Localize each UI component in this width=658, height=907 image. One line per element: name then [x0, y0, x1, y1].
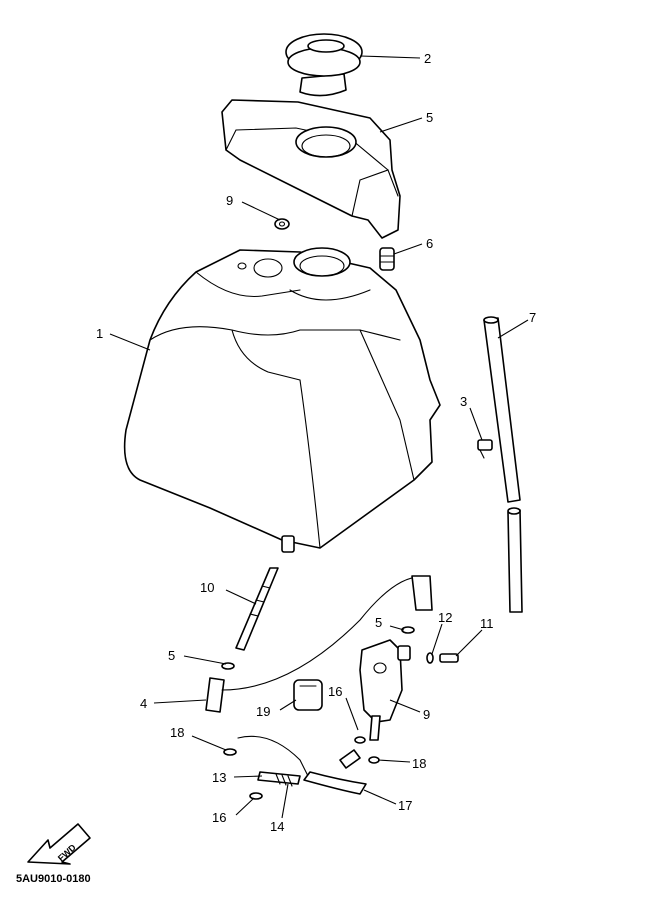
callout-2: 2	[424, 51, 431, 66]
callout-1: 1	[96, 326, 103, 341]
callout-16b: 16	[212, 810, 226, 825]
drawing-code: 5AU9010-0180	[16, 873, 91, 885]
breather-hose	[483, 316, 523, 613]
fuel-cap	[285, 33, 363, 97]
callout-15: 14	[270, 819, 284, 834]
fuel-hose	[205, 575, 433, 713]
fwd-arrow-icon: FWD	[27, 823, 91, 865]
clip	[223, 748, 237, 756]
clip	[221, 662, 235, 670]
clip	[249, 792, 263, 800]
leader-lines	[109, 55, 529, 819]
fuel-cock	[359, 639, 411, 741]
clip	[354, 736, 366, 744]
callout-4: 4	[140, 696, 147, 711]
fuel-tank	[123, 247, 441, 553]
callout-6: 5	[426, 110, 433, 125]
callout-13: 12	[438, 610, 452, 625]
callout-16: 16	[328, 684, 342, 699]
hose-fitting	[379, 247, 395, 271]
clip	[368, 756, 380, 764]
washer	[426, 652, 434, 664]
fuel-pipe	[235, 567, 279, 651]
callout-11: 10	[200, 580, 214, 595]
callout-18b: 18	[412, 756, 426, 771]
callout-7: 6	[426, 236, 433, 251]
callout-12: 11	[480, 616, 494, 631]
callout-14: 13	[212, 770, 226, 785]
callout-17: 17	[398, 798, 412, 813]
lower-hoses	[237, 735, 367, 795]
callout-10: 9	[423, 707, 430, 722]
screw	[439, 653, 459, 663]
callout-19: 19	[256, 704, 270, 719]
callout-18: 18	[170, 725, 184, 740]
callouts: 2 5 9 6 7 1 3 10 5 4 5 12 11 16 9 19 18 …	[96, 51, 536, 834]
callout-8: 7	[529, 310, 536, 325]
callout-9: 9	[226, 193, 233, 208]
tank-cover	[221, 99, 401, 239]
callout-5b: 5	[375, 615, 382, 630]
washer	[274, 218, 290, 230]
damper	[293, 679, 323, 711]
callout-3: 3	[460, 394, 467, 409]
bolt	[477, 439, 493, 459]
callout-5: 5	[168, 648, 175, 663]
